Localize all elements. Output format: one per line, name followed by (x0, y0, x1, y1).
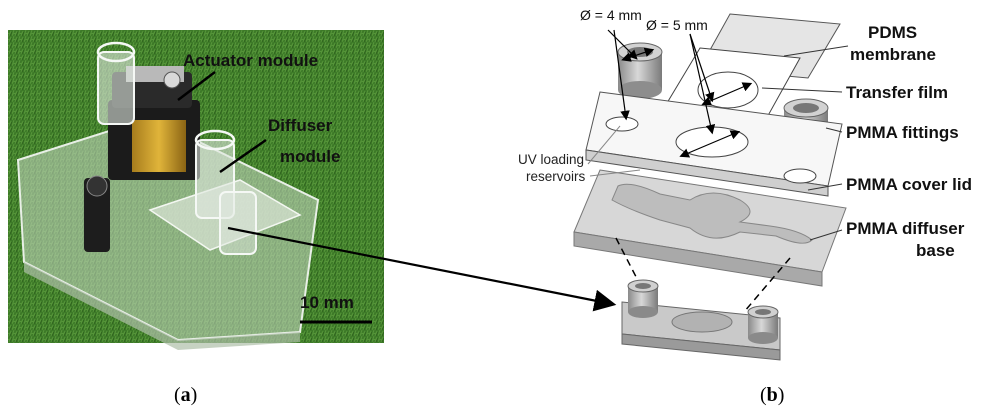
label-diffuser-base-line1: PMMA diffuser (846, 219, 965, 238)
leader-actuator (177, 71, 216, 101)
leader-uv-a (587, 125, 621, 165)
leader-pmma-fittings (825, 127, 843, 133)
leader-diffuser-base (809, 229, 843, 241)
label-pmma-fittings: PMMA fittings (846, 123, 959, 142)
pmma-fitting-left (617, 42, 663, 99)
screw-post (84, 178, 110, 252)
leader-diffuser (219, 138, 267, 174)
leader-cover-lid (807, 183, 843, 191)
panel-b-exploded-view: Ø = 4 mm Ø = 5 mm PDMS membrane Transfer… (518, 7, 972, 361)
front-fitting-tube (219, 191, 257, 255)
label-transfer-film: Transfer film (846, 83, 948, 102)
label-diffuser-base-line2: base (916, 241, 955, 260)
caption-b: (b) (760, 384, 785, 406)
screw-post-head (86, 175, 108, 197)
transfer-film-hole (697, 71, 759, 109)
scale-bar-label: 10 mm (300, 293, 354, 312)
label-pdms-line1: PDMS (868, 23, 917, 42)
pmma-cover-lid-side (585, 149, 829, 197)
acrylic-base-edge (24, 262, 300, 350)
assembled-device (621, 279, 781, 361)
left-fitting-top (96, 41, 136, 63)
diffuser-channel (611, 183, 813, 244)
dim-arrow-4mm-inner-a (621, 47, 655, 62)
label-uv-line1: UV loading (518, 152, 584, 167)
dim-arrow-4mm-b (613, 29, 630, 121)
leader-uv-b (589, 169, 641, 177)
actuator-coil (132, 120, 186, 172)
dim-arrow-5mm-inner2 (679, 130, 741, 158)
label-dia-5mm: Ø = 5 mm (646, 17, 708, 33)
label-dia-4mm: Ø = 4 mm (580, 7, 642, 23)
left-fitting-tube (97, 51, 135, 125)
connector-arrow (227, 226, 617, 312)
actuator-screw (163, 71, 181, 89)
label-diffuser-line1: Diffuser (268, 116, 333, 135)
right-fitting-top (194, 129, 236, 151)
panel-a-photo: Actuator module Diffuser module 10 mm (8, 30, 384, 350)
cover-lid-hole-right (783, 168, 817, 184)
label-uv-line2: reservoirs (526, 169, 586, 184)
cover-lid-hole-left (605, 116, 639, 132)
label-diffuser-line2: module (280, 147, 340, 166)
pmma-diffuser-base-side (573, 231, 823, 287)
leader-pdms (783, 45, 849, 57)
dim-arrow-5mm-inner (701, 82, 753, 106)
label-actuator-module: Actuator module (183, 51, 318, 70)
label-cover-lid: PMMA cover lid (846, 175, 972, 194)
label-pdms-line2: membrane (850, 45, 936, 64)
leader-transfer-film (761, 87, 843, 93)
dim-arrow-5mm-b (689, 33, 716, 135)
caption-a: (a) (174, 384, 198, 406)
